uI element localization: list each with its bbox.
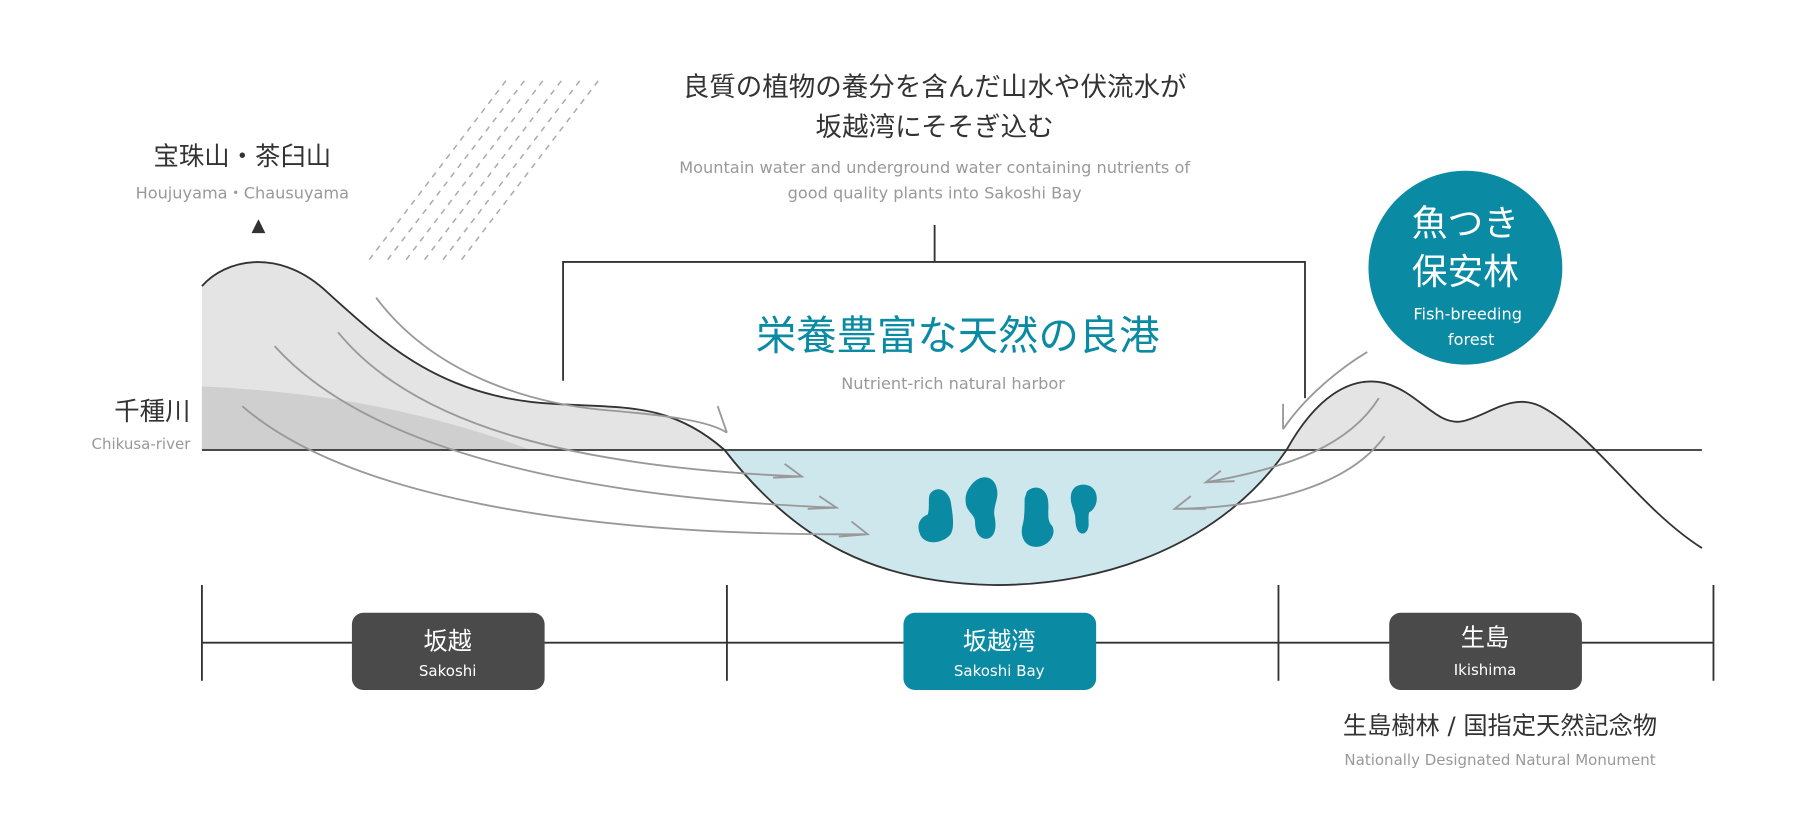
left-mountain-outline: [201, 261, 1288, 586]
river-label-jp: 千種川: [114, 396, 190, 426]
badge-jp-2: 保安林: [1412, 252, 1519, 293]
region-label-sakoshi: 坂越 Sakoshi: [351, 612, 545, 690]
river-label-en: Chikusa-river: [91, 435, 191, 453]
badge-jp-1: 魚つき: [1412, 203, 1519, 244]
monument-label-jp: 生島樹林 / 国指定天然記念物: [1343, 712, 1657, 740]
bay-water: [724, 450, 1287, 586]
region-label-sakoshi-bay: 坂越湾 Sakoshi Bay: [903, 612, 1097, 690]
region-jp: 坂越湾: [963, 628, 1036, 656]
harbor-title: 栄養豊富な天然の良港: [756, 313, 1160, 360]
region-jp: 生島: [1461, 624, 1509, 652]
headline-jp-2: 坂越湾にそそぎ込む: [816, 112, 1054, 143]
region-label-ikishima: 生島 Ikishima: [1389, 612, 1582, 690]
river-band: [201, 386, 531, 450]
rock: [1021, 487, 1054, 547]
headline-jp-1: 良質の植物の養分を含んだ山水や伏流水が: [683, 72, 1187, 103]
monument-label-en: Nationally Designated Natural Monument: [1344, 751, 1655, 769]
badge-en-1: Fish-breeding: [1413, 305, 1522, 324]
rain-lines: [368, 78, 601, 261]
region-en: Sakoshi Bay: [954, 662, 1045, 680]
mountain-label-en: Houjuyama・Chausuyama: [136, 183, 349, 202]
peak-triangle-icon: [251, 219, 266, 234]
rock: [918, 489, 954, 543]
rock: [965, 477, 998, 539]
reef-rocks: [918, 477, 1097, 547]
region-en: Ikishima: [1454, 661, 1517, 679]
harbor-subtitle: Nutrient-rich natural harbor: [841, 374, 1065, 393]
region-en: Sakoshi: [419, 662, 477, 680]
rock: [1070, 484, 1097, 534]
headline-en-1: Mountain water and underground water con…: [679, 158, 1190, 177]
water-flow-arrows: [241, 297, 1386, 538]
headline-en-2: good quality plants into Sakoshi Bay: [788, 183, 1082, 202]
ikishima-hills: [1286, 381, 1597, 450]
region-jp: 坂越: [423, 628, 471, 656]
fish-breeding-forest-badge: 魚つき 保安林 Fish-breeding forest: [1368, 170, 1563, 365]
mountain-label-jp: 宝珠山・茶臼山: [153, 141, 331, 171]
ikishima-outline: [1285, 380, 1703, 549]
harbor-bracket: [562, 224, 1306, 399]
badge-en-2: forest: [1448, 330, 1495, 349]
